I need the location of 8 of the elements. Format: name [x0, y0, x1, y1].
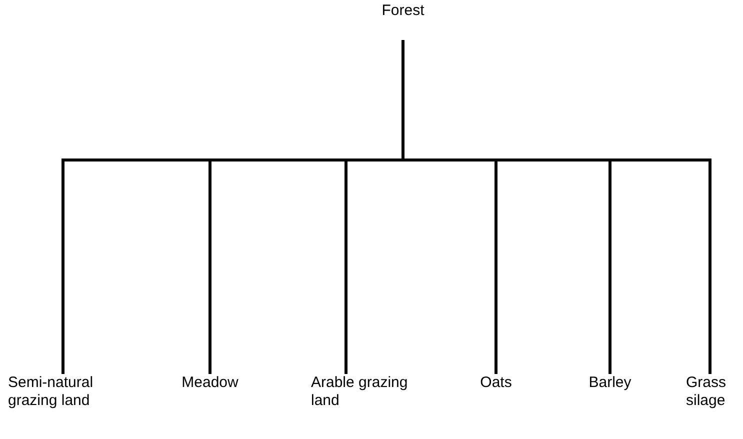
node-label: Grass silage [686, 374, 742, 410]
node-label: Semi-natural grazing land [8, 374, 118, 410]
node-label: Forest [373, 2, 433, 20]
node-label: Meadow [170, 374, 250, 392]
node-label: Oats [466, 374, 526, 392]
connector-line [402, 40, 712, 374]
node-label: Arable grazing land [311, 374, 421, 410]
node-label: Barley [580, 374, 640, 392]
